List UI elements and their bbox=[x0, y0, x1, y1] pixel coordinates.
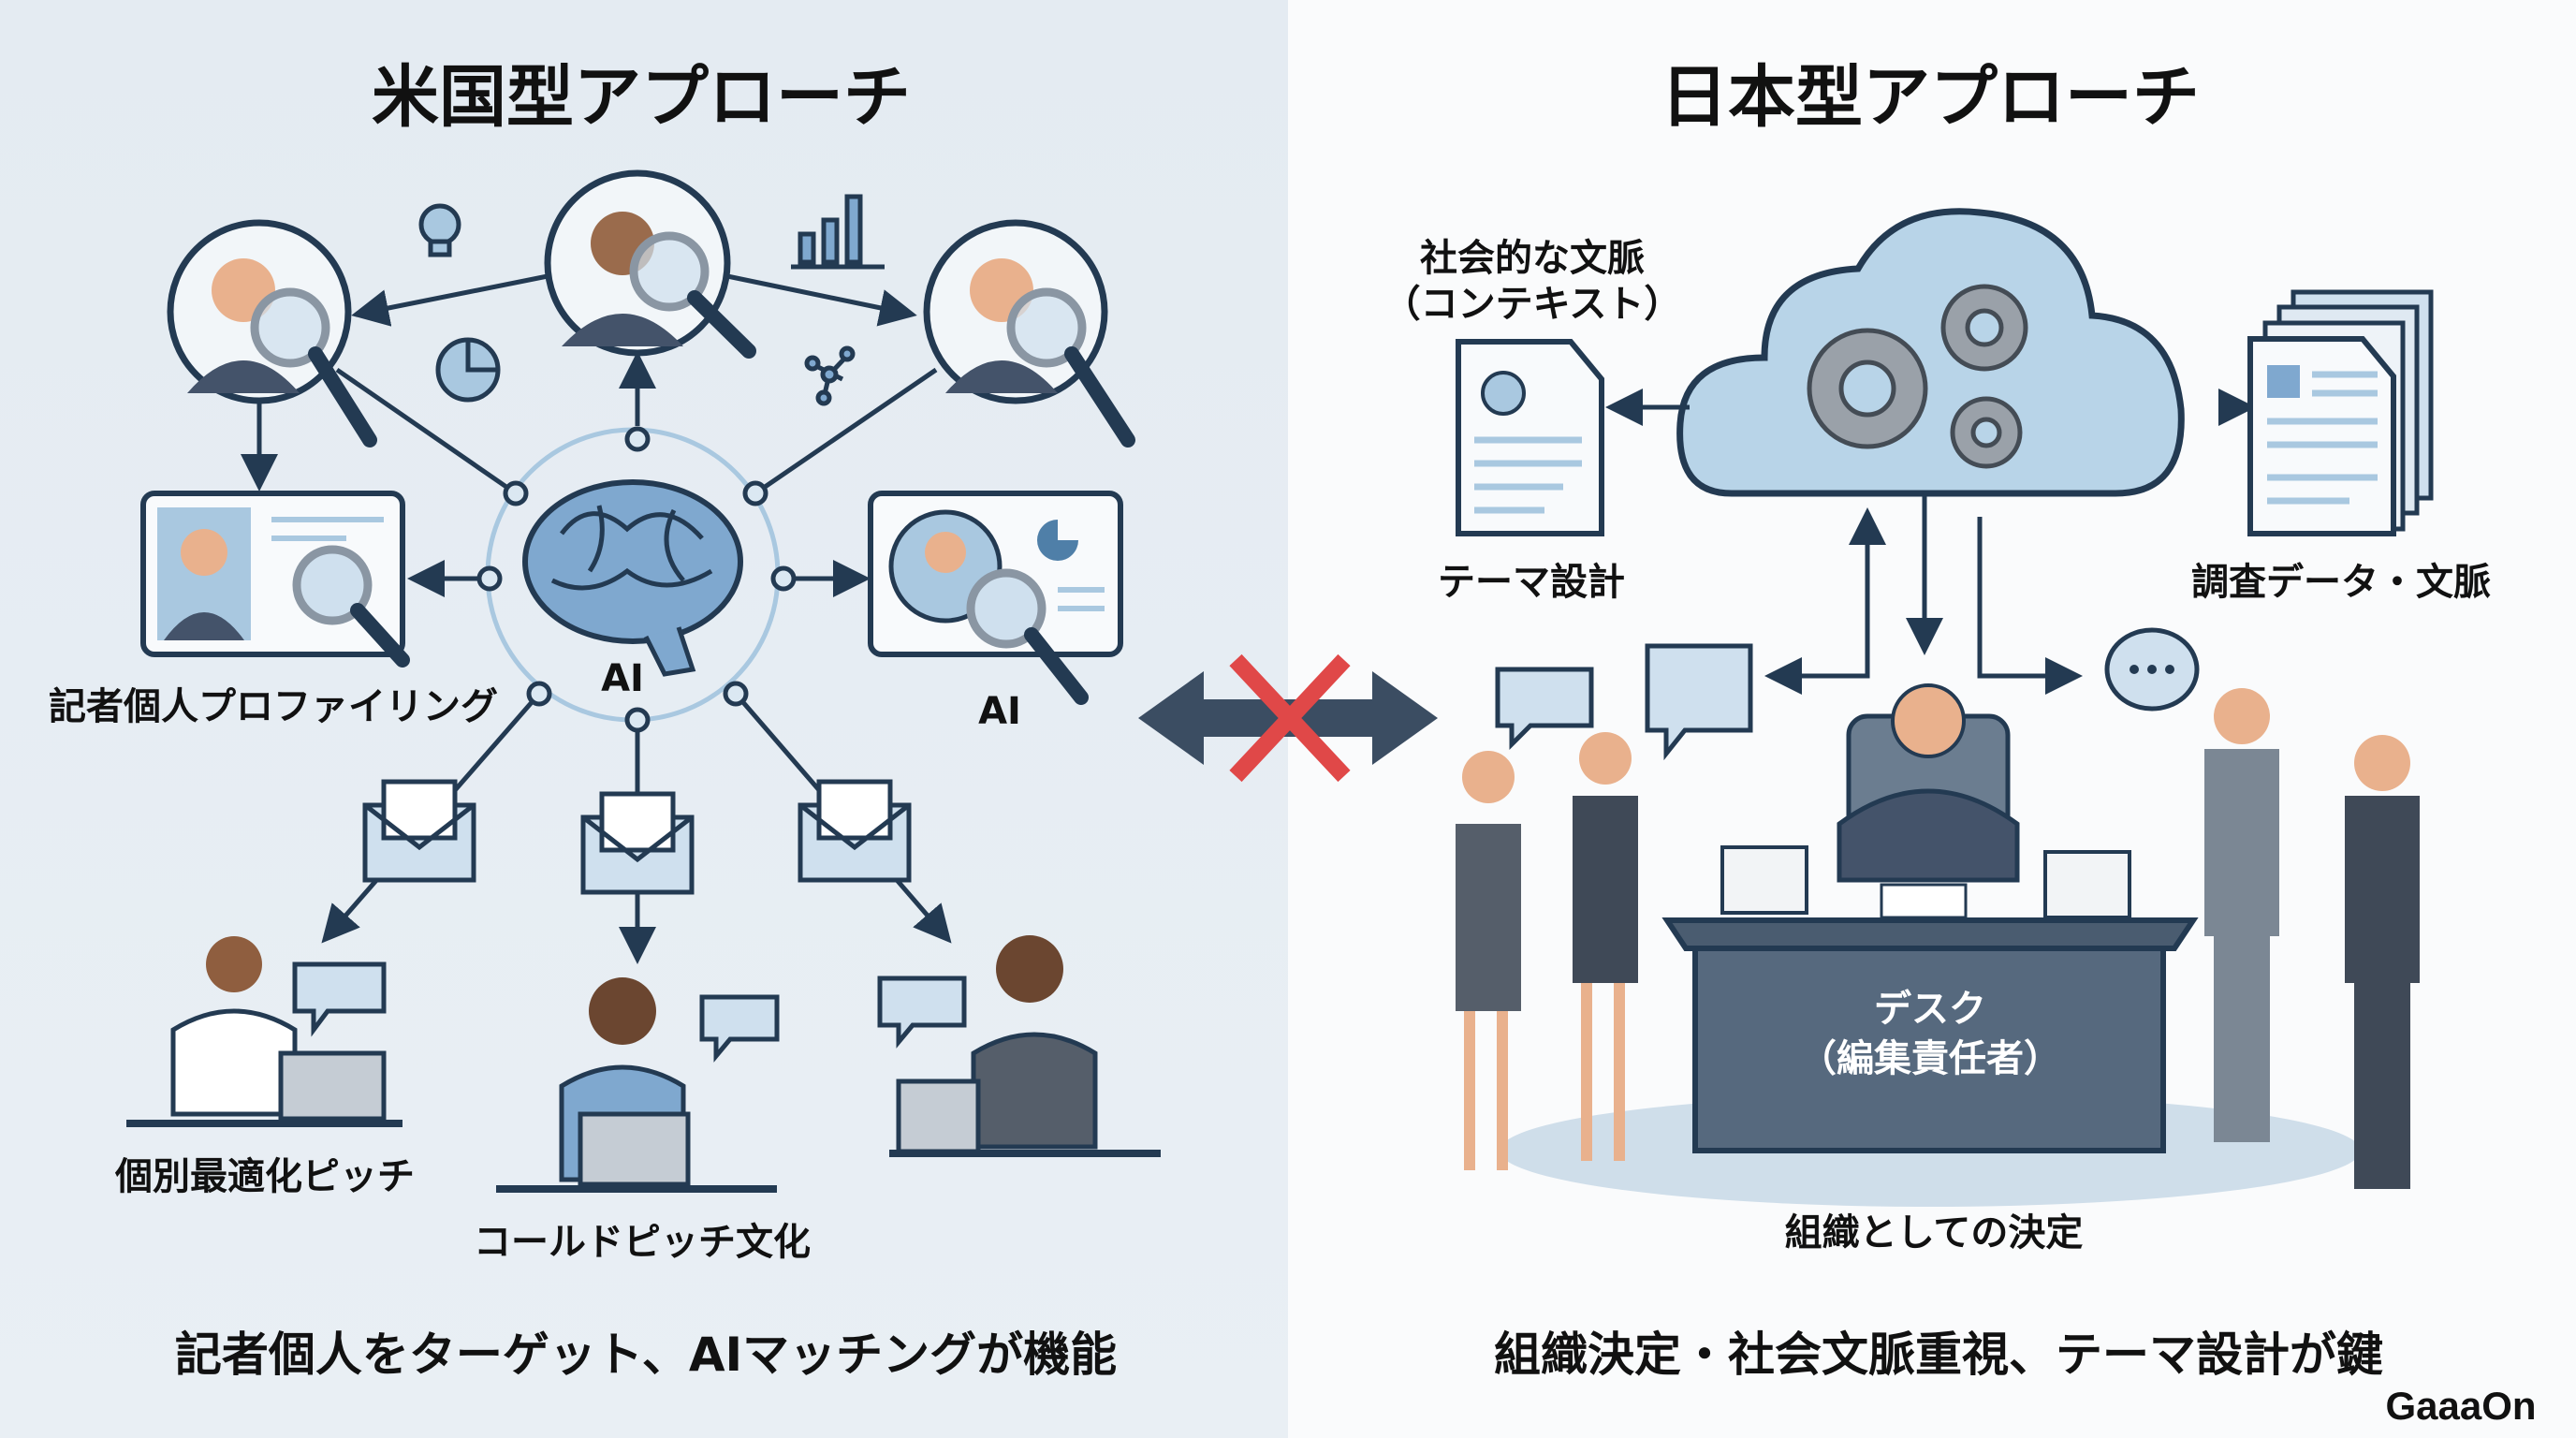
watermark-logo: GaaaOn bbox=[2385, 1384, 2537, 1428]
context-label: 社会的な文脈 bbox=[1420, 237, 1645, 280]
research-documents-icon bbox=[2247, 289, 2434, 536]
envelope-icon bbox=[798, 779, 912, 883]
journalist-search-icon bbox=[167, 219, 377, 448]
profiling-label: 記者個人プロファイリング bbox=[49, 685, 498, 728]
speech-bubbles bbox=[1495, 627, 2200, 761]
japanese-summary: 組織決定・社会文脈重視、テーマ設計が鍵 bbox=[1494, 1328, 2383, 1382]
american-title: 米国型アプローチ bbox=[371, 57, 912, 137]
email-icons bbox=[362, 779, 912, 895]
lightbulb-icon bbox=[418, 203, 461, 257]
pie-chart-icon bbox=[435, 337, 501, 403]
context-sub-label: （コンテキスト） bbox=[1383, 283, 1682, 326]
research-label: 調査データ・文脈 bbox=[2191, 561, 2491, 604]
profile-card bbox=[868, 491, 1123, 705]
pitch-label: 個別最適化ピッチ bbox=[115, 1155, 415, 1198]
american-summary: 記者個人をターゲット、AIマッチングが機能 bbox=[174, 1328, 1118, 1382]
journalist-search-icon bbox=[544, 169, 756, 359]
network-icon bbox=[804, 345, 856, 406]
cold-pitch-label: コールドピッチ文化 bbox=[474, 1221, 811, 1264]
journalist-laptop-icon bbox=[877, 935, 1161, 1157]
brain-icon bbox=[522, 479, 743, 677]
theme-label: テーマ設計 bbox=[1438, 561, 1625, 604]
theme-document-icon bbox=[1456, 339, 1604, 536]
envelope-icon bbox=[362, 779, 476, 883]
journalists-at-laptops bbox=[126, 935, 1161, 1193]
cloud-gears-icon bbox=[1676, 208, 2185, 497]
speech-bubble-icon bbox=[1495, 667, 1594, 751]
journalist-circles bbox=[167, 169, 1135, 448]
flow-arrows bbox=[1605, 389, 2256, 695]
ai-brain-label: AI bbox=[601, 657, 644, 700]
japanese-title: 日本型アプローチ bbox=[1660, 57, 2201, 137]
journalist-search-icon bbox=[923, 219, 1135, 448]
journalist-laptop-icon bbox=[126, 936, 402, 1127]
editor-at-desk bbox=[1661, 683, 2199, 1153]
envelope-icon bbox=[580, 791, 695, 895]
bar-chart-icon bbox=[791, 194, 885, 270]
staff-members bbox=[1456, 688, 2420, 1189]
desk-sub-label: （編集責任者） bbox=[1799, 1037, 2061, 1080]
profile-card bbox=[140, 491, 410, 668]
journalist-laptop-icon bbox=[496, 977, 780, 1193]
incompatible-arrow-icon bbox=[1138, 653, 1438, 783]
network-nodes bbox=[476, 426, 797, 733]
speech-bubble-icon bbox=[1645, 643, 1753, 761]
ai-card-label: AI bbox=[978, 690, 1021, 733]
decision-label: 組織としての決定 bbox=[1784, 1211, 2084, 1255]
desk-label: デスク bbox=[1874, 988, 1986, 1031]
